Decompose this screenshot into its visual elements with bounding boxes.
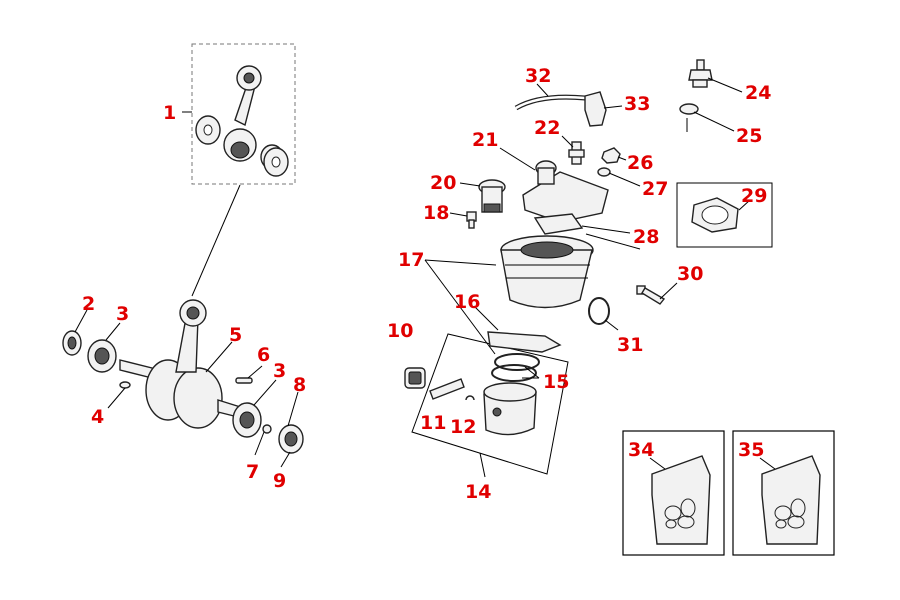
- gasket-kit-box-34: [622, 430, 725, 556]
- callout-18: 18: [423, 202, 449, 224]
- callout-22: 22: [534, 117, 560, 139]
- spark-plug: [568, 141, 585, 165]
- screw-30: [636, 285, 666, 305]
- callout-1: 1: [163, 102, 176, 124]
- piston-group-outline: [411, 333, 569, 475]
- callout-21: 21: [472, 129, 498, 151]
- callout-2: 2: [82, 293, 95, 315]
- callout-4: 4: [91, 406, 104, 428]
- callout-5: 5: [229, 324, 242, 346]
- callout-16: 16: [454, 291, 480, 313]
- gasket-kit-bag-34: [651, 455, 711, 545]
- gasket-kit-bag-35: [761, 455, 821, 545]
- callout-24: 24: [745, 82, 771, 104]
- callout-27: 27: [642, 178, 668, 200]
- callout-25: 25: [736, 125, 762, 147]
- callout-7: 7: [246, 461, 259, 483]
- conrod-kit-box: [191, 43, 296, 185]
- callout-11: 11: [420, 412, 446, 434]
- callout-35: 35: [738, 439, 764, 461]
- callout-labels: 1 2 3 4 5 6 3 7 8 9 10 11 12 14 15 16 17…: [82, 65, 771, 503]
- callout-8: 8: [293, 374, 306, 396]
- callout-12: 12: [450, 416, 476, 438]
- callout-34: 34: [628, 439, 654, 461]
- callout-26: 26: [627, 152, 653, 174]
- callout-28: 28: [633, 226, 659, 248]
- gasket-29-box: [676, 182, 773, 248]
- callout-6: 6: [257, 344, 270, 366]
- cylinder: [500, 235, 594, 309]
- plug-cap: [584, 91, 607, 127]
- callout-9: 9: [273, 470, 286, 492]
- callout-15: 15: [543, 371, 569, 393]
- screw-18: [466, 211, 477, 229]
- callout-29: 29: [741, 185, 767, 207]
- piston-group: [404, 353, 540, 436]
- callout-3-right: 3: [273, 360, 286, 382]
- callout-30: 30: [677, 263, 703, 285]
- conrod-kit: [195, 65, 289, 177]
- callout-10: 10: [387, 320, 413, 342]
- plug-20: [478, 179, 506, 213]
- callout-3-left: 3: [116, 303, 129, 325]
- callout-33: 33: [624, 93, 650, 115]
- callout-14: 14: [465, 481, 491, 503]
- temp-sensor: [688, 59, 713, 88]
- callout-31: 31: [617, 334, 643, 356]
- crankshaft-assembly: [62, 299, 304, 454]
- callout-32: 32: [525, 65, 551, 87]
- callout-20: 20: [430, 172, 456, 194]
- cylinder-head: [522, 160, 609, 235]
- callout-17: 17: [398, 249, 424, 271]
- gasket-kit-box-35: [732, 430, 835, 556]
